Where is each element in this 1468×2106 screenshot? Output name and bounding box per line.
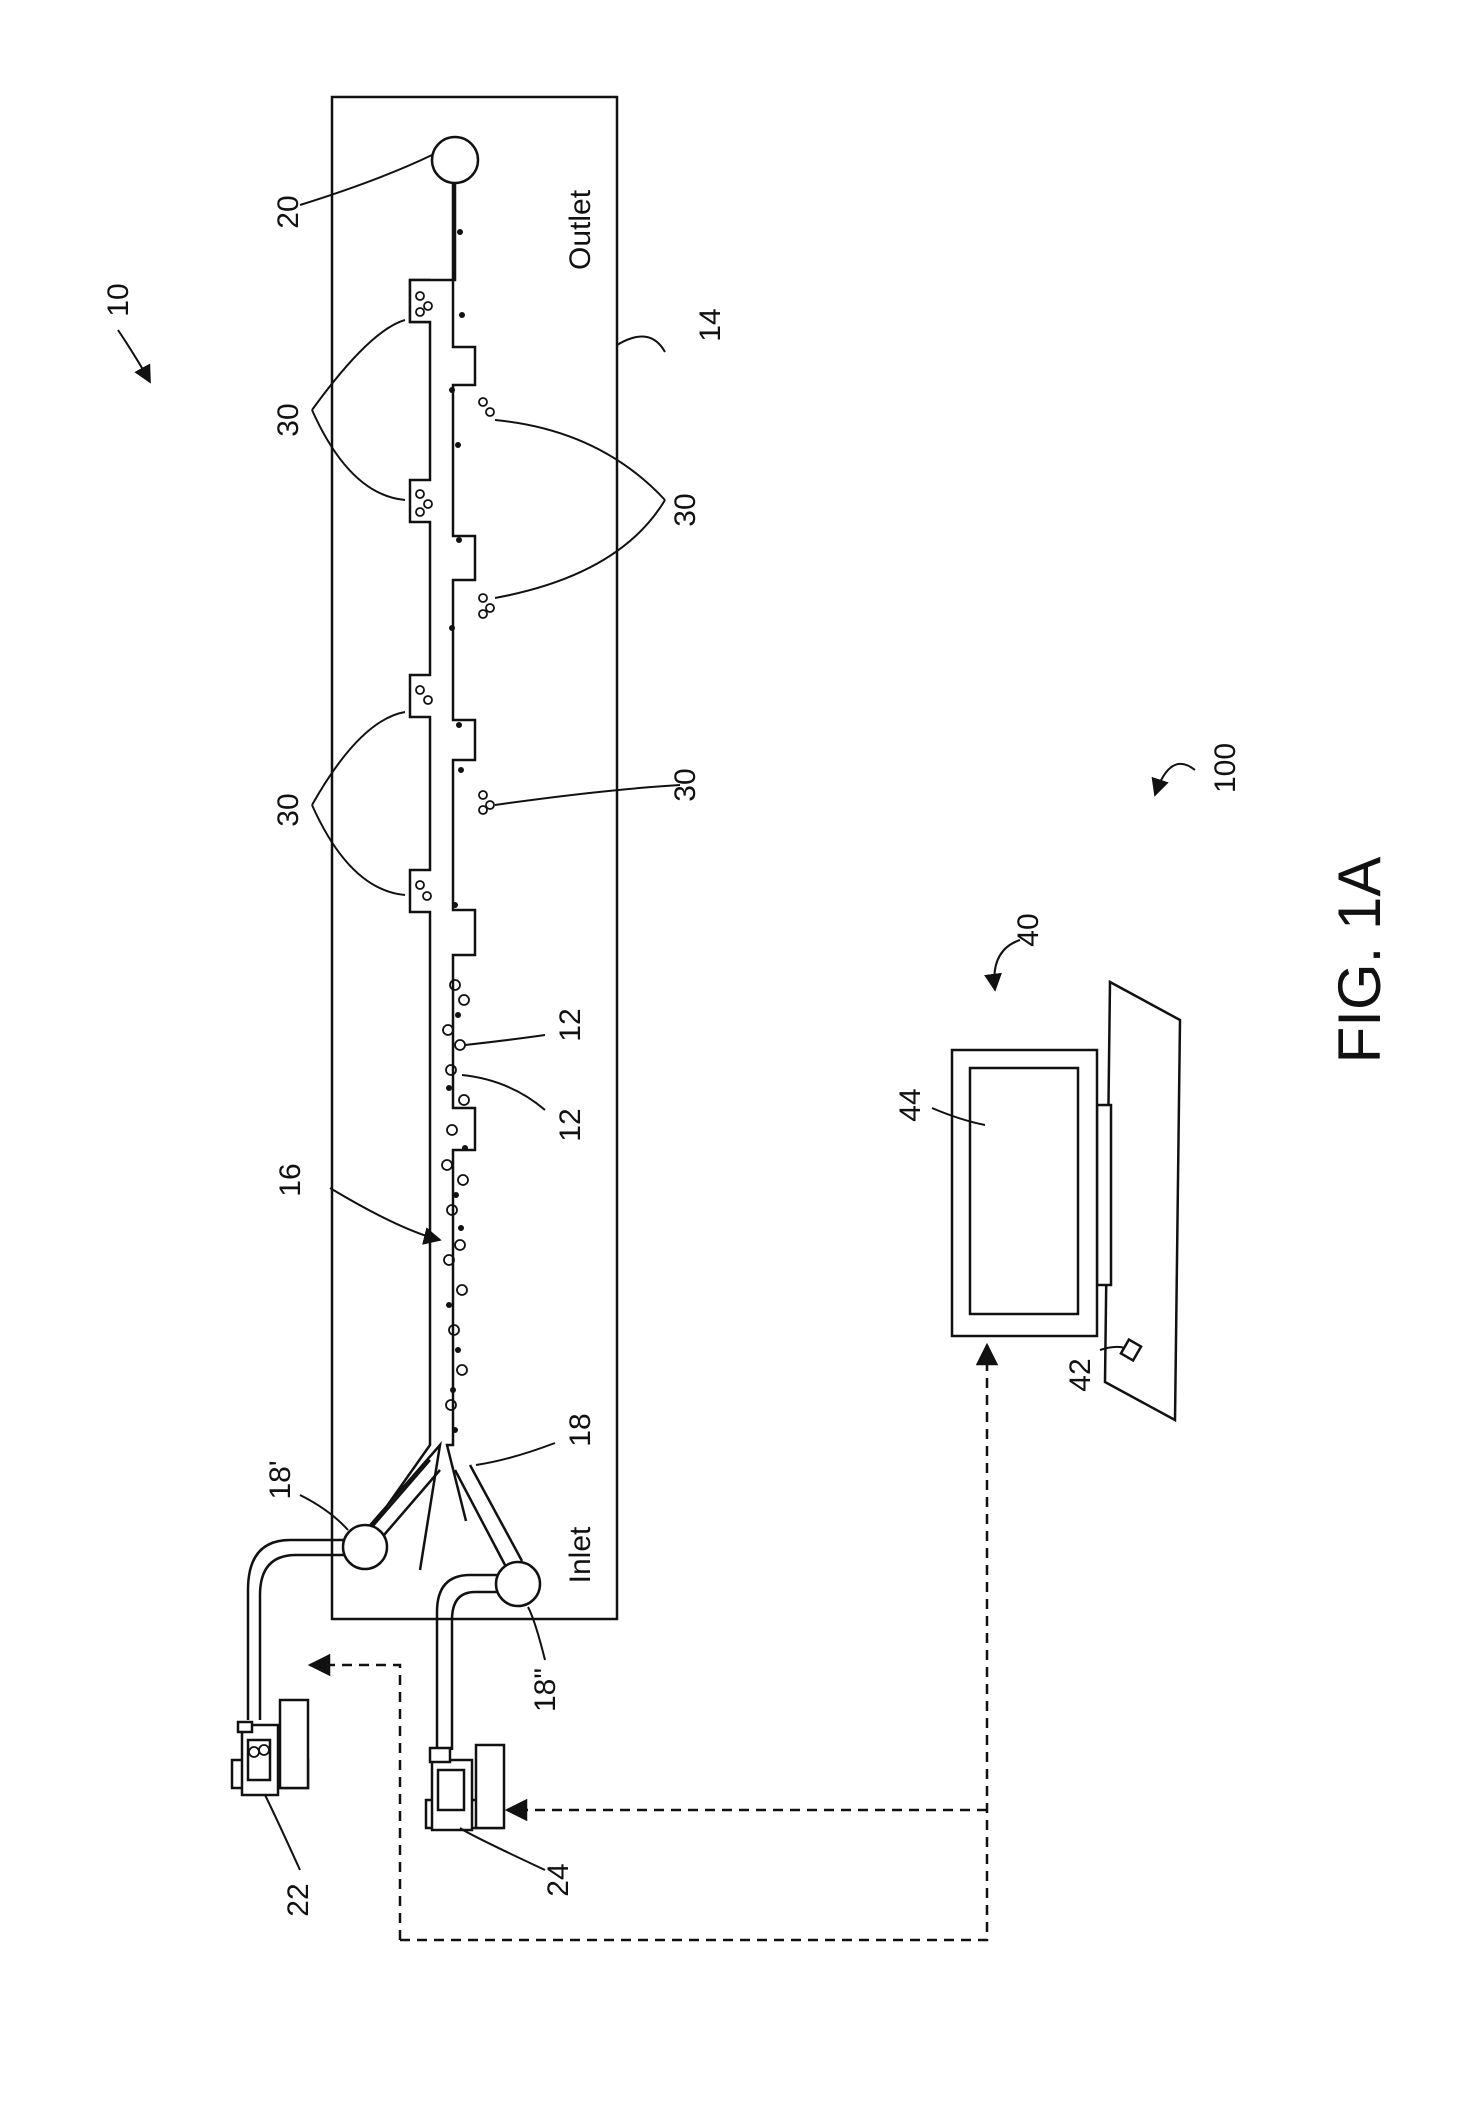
- ref-18-double-prime: 18": [529, 1668, 562, 1712]
- ref-44: 44: [894, 1088, 927, 1121]
- ref-30-a: 30: [272, 403, 305, 436]
- ref-10: 10: [102, 283, 135, 316]
- ref-18: 18: [564, 1413, 597, 1446]
- microfluidic-chip: Outlet Inlet: [332, 97, 617, 1619]
- ref-40: 40: [1012, 913, 1045, 946]
- main-channel: [352, 158, 475, 1570]
- inlet-branch-a: [372, 1460, 440, 1535]
- ref-20: 20: [272, 195, 305, 228]
- ref-24: 24: [542, 1863, 575, 1896]
- chip-substrate: [332, 97, 617, 1619]
- ref-30-b: 30: [669, 493, 702, 526]
- figure-title: FIG. 1A: [1326, 857, 1393, 1064]
- monitor-screen: [970, 1068, 1078, 1314]
- inlet-port-a: [343, 1525, 387, 1569]
- outlet-label: Outlet: [564, 189, 597, 270]
- outlet-port: [432, 137, 478, 183]
- inlet-label: Inlet: [564, 1526, 597, 1583]
- ref-14: 14: [694, 308, 727, 341]
- inlet-port-b: [496, 1562, 540, 1606]
- ref-12-a: 12: [554, 1008, 587, 1041]
- ref-100: 100: [1209, 743, 1242, 793]
- trapped-cells: [416, 292, 494, 900]
- ref-30-d: 30: [669, 768, 702, 801]
- computer-40: [952, 982, 1180, 1420]
- ref-22: 22: [282, 1883, 315, 1916]
- ref-42: 42: [1064, 1358, 1097, 1391]
- cells-in-channel: [442, 229, 469, 1433]
- ref-18-prime: 18': [264, 1460, 297, 1499]
- stand: [1097, 1105, 1111, 1285]
- ref-30-c: 30: [272, 793, 305, 826]
- control-line-a: [310, 1665, 400, 1940]
- syringe-pump-b: [426, 1745, 504, 1830]
- keyboard: [1105, 982, 1180, 1420]
- syringe-pump-a: [232, 1700, 308, 1795]
- ref-12-b: 12: [554, 1108, 587, 1141]
- control-line-main: [400, 1345, 987, 1940]
- ref-16: 16: [274, 1163, 307, 1196]
